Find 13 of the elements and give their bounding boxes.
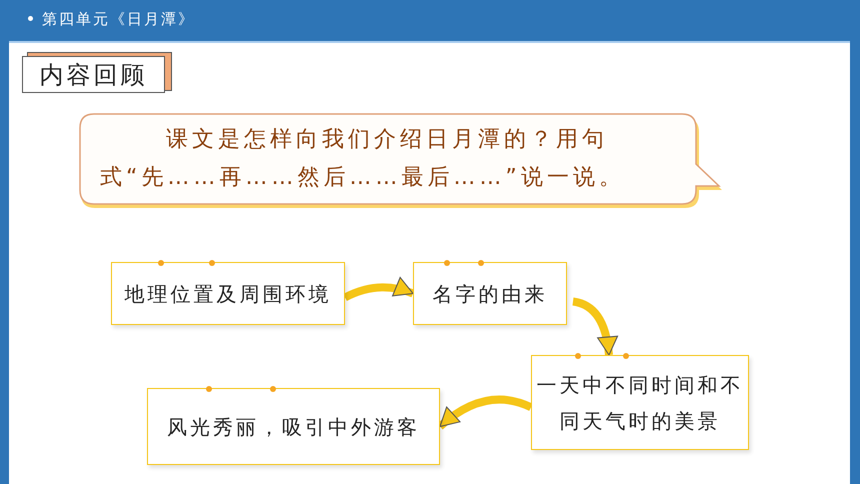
speech-bubble [78,112,724,208]
step-text: 名字的由来 [432,280,548,308]
step-text: 风光秀丽，吸引中外游客 [167,414,420,440]
step-text: 一天中不同时间和不同天气时的美景 [536,372,744,434]
curved-arrow [343,277,414,302]
step-box [147,388,440,465]
question-text: 课文是怎样向我们介绍日月潭的？用句式“先……再……然后……最后……”说一说。 [100,126,626,192]
step-text: 地理位置及周围环境 [124,280,332,308]
step-box [413,262,567,325]
page-title: 第四单元《日月潭》 [42,9,195,30]
heading-text: 内容回顾 [40,60,148,90]
step-box [531,355,749,450]
step-box [111,262,345,325]
